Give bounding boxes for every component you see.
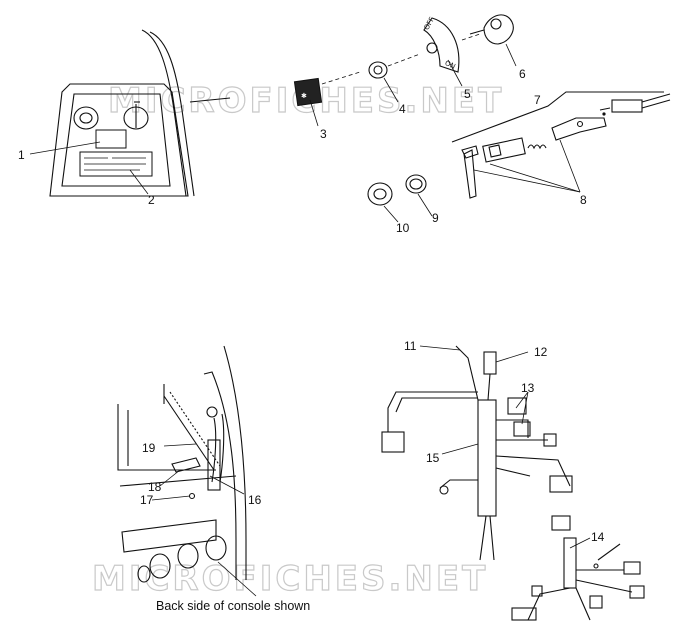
callout-2: 2 xyxy=(148,193,155,207)
callout-18: 18 xyxy=(148,480,162,494)
callout-5: 5 xyxy=(464,87,471,101)
caption: Back side of console shown xyxy=(156,599,310,613)
callout-12: 12 xyxy=(534,345,548,359)
leader-lines xyxy=(29,43,591,597)
off-label: OFF xyxy=(423,16,437,32)
callout-15: 15 xyxy=(426,451,440,465)
on-label: ON xyxy=(444,59,457,71)
svg-text:✱: ✱ xyxy=(301,92,307,100)
callout-10: 10 xyxy=(396,221,410,235)
console-dash-drawing xyxy=(49,29,231,197)
callout-17: 17 xyxy=(140,493,154,507)
callout-19: 19 xyxy=(142,441,156,455)
callout-13: 13 xyxy=(521,381,535,395)
wiring-harness-drawing xyxy=(381,345,645,621)
callout-8: 8 xyxy=(580,193,587,207)
callout-9: 9 xyxy=(432,211,439,225)
callout-16: 16 xyxy=(248,493,262,507)
callout-11: 11 xyxy=(404,339,417,353)
callout-labels: 1 2 3 4 5 6 7 8 9 10 11 12 13 14 15 16 1… xyxy=(18,67,605,544)
callout-4: 4 xyxy=(399,102,406,116)
console-back-drawing xyxy=(117,345,247,583)
lever-assembly xyxy=(367,91,671,206)
callout-7: 7 xyxy=(534,93,541,107)
callout-3: 3 xyxy=(320,127,327,141)
callout-14: 14 xyxy=(591,530,605,544)
callout-6: 6 xyxy=(519,67,526,81)
callout-1: 1 xyxy=(18,148,25,162)
watermark-bottom: MICROFICHES.NET xyxy=(92,559,488,599)
